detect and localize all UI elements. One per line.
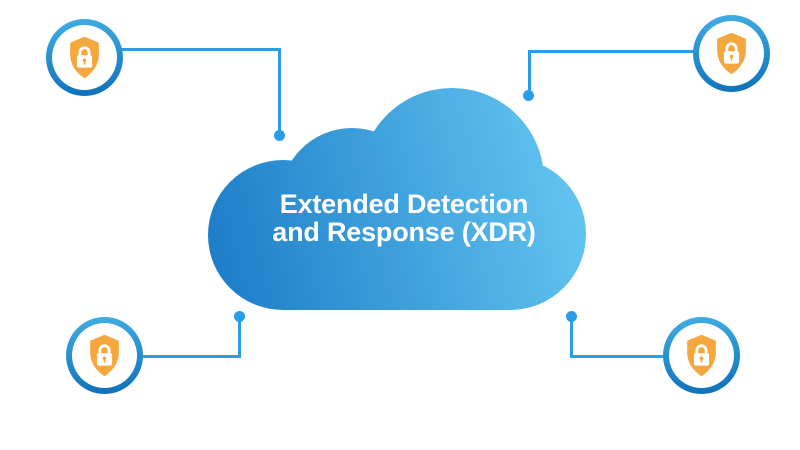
badge-inner-circle xyxy=(699,21,764,86)
cloud-label-line1: Extended Detection xyxy=(279,189,529,219)
badge-inner-circle xyxy=(72,323,137,388)
shield-lock-icon xyxy=(687,334,716,377)
shield-lock-icon xyxy=(90,334,119,377)
connector-top-right-horizontal xyxy=(529,50,697,53)
connector-bottom-right-horizontal xyxy=(570,355,666,358)
satellite-badge-bottom-left xyxy=(66,317,143,394)
shield-lock-icon xyxy=(717,32,746,75)
satellite-badge-bottom-right xyxy=(663,317,740,394)
connector-top-left-vertical xyxy=(278,48,281,132)
connector-top-left-horizontal xyxy=(120,48,281,51)
satellite-badge-top-right xyxy=(693,15,770,92)
badge-inner-circle xyxy=(669,323,734,388)
connector-top-right-endpoint-dot xyxy=(523,90,534,101)
shield-lock-icon xyxy=(70,36,99,79)
connector-bottom-right-endpoint-dot xyxy=(566,311,577,322)
connector-bottom-left-vertical xyxy=(238,320,241,358)
cloud-label-line2: and Response (XDR) xyxy=(272,217,536,247)
connector-top-left-endpoint-dot xyxy=(274,130,285,141)
satellite-badge-top-left xyxy=(46,19,123,96)
connector-bottom-right-vertical xyxy=(570,320,573,358)
connector-top-right-vertical xyxy=(528,50,531,92)
connector-bottom-left-horizontal xyxy=(143,355,241,358)
cloud-label: Extended Detection and Response (XDR) xyxy=(244,190,564,246)
badge-inner-circle xyxy=(52,25,117,90)
connector-bottom-left-endpoint-dot xyxy=(234,311,245,322)
